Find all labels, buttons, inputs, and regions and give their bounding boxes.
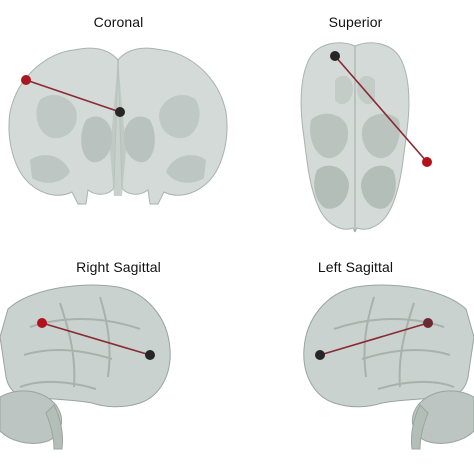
superior-brain-view bbox=[300, 42, 432, 233]
coronal-brain-view bbox=[8, 47, 228, 205]
left-sagittal-node-red bbox=[423, 318, 433, 328]
coronal-node-dark bbox=[115, 107, 125, 117]
panel-left-sagittal: Left Sagittal bbox=[237, 237, 474, 474]
view-label-superior: Superior bbox=[328, 14, 383, 30]
view-label-right-sagittal: Right Sagittal bbox=[76, 259, 161, 275]
panel-superior: Superior bbox=[237, 0, 474, 237]
superior-node-red bbox=[422, 157, 432, 167]
left-sagittal-connection-line bbox=[319, 322, 429, 356]
coronal-brain-silhouette bbox=[8, 47, 228, 205]
right-sagittal-brain-view bbox=[0, 284, 171, 450]
coronal-connection-line bbox=[25, 79, 121, 113]
left-sagittal-brain-silhouette bbox=[303, 284, 474, 450]
coronal-node-red bbox=[21, 75, 31, 85]
view-label-coronal: Coronal bbox=[93, 14, 144, 30]
left-sagittal-node-dark bbox=[315, 350, 325, 360]
right-sagittal-node-dark bbox=[145, 350, 155, 360]
superior-brain-silhouette bbox=[300, 42, 410, 233]
right-sagittal-node-red bbox=[37, 318, 47, 328]
panel-coronal: Coronal bbox=[0, 0, 237, 237]
right-sagittal-brain-silhouette bbox=[0, 284, 171, 450]
right-sagittal-connection-line bbox=[41, 322, 151, 356]
superior-node-dark bbox=[330, 51, 340, 61]
superior-connection-line bbox=[334, 55, 428, 163]
panel-right-sagittal: Right Sagittal bbox=[0, 237, 237, 474]
view-label-left-sagittal: Left Sagittal bbox=[317, 259, 394, 275]
left-sagittal-brain-view bbox=[303, 284, 474, 450]
